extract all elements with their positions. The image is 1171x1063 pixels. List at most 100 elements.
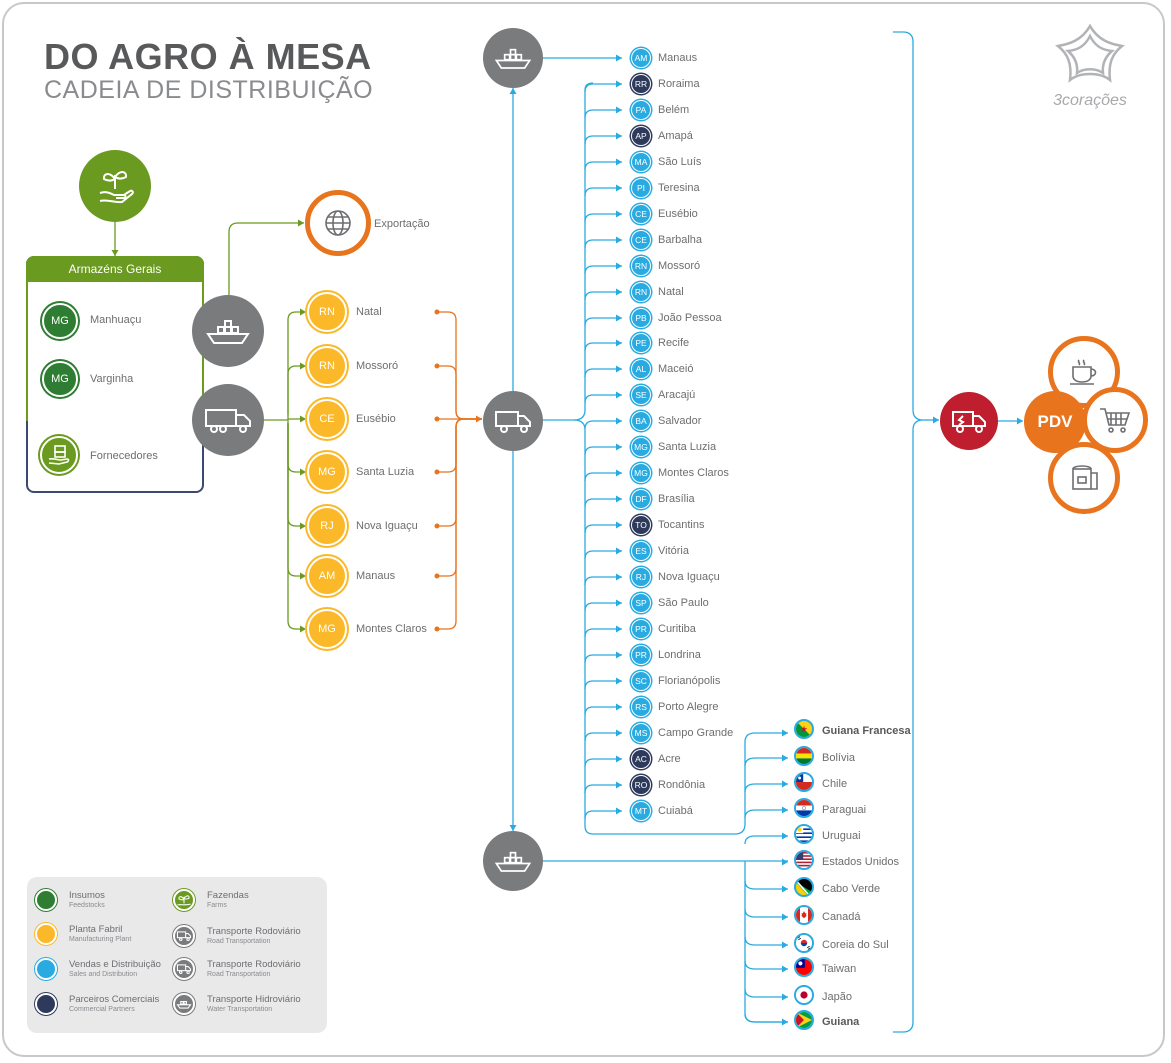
truck-to-plant-line (287, 423, 306, 473)
state-code-badge: RN (631, 256, 651, 276)
truck-to-plant-line (287, 365, 306, 415)
arrowhead (616, 54, 622, 62)
trunk-to-state-line (584, 680, 622, 690)
state-code-badge: RS (631, 697, 651, 717)
warehouse-label: Manhuaçu (90, 314, 142, 326)
truck-node-warehouse (192, 384, 264, 456)
arrowhead (616, 599, 622, 607)
arrowhead (616, 521, 622, 529)
state-code-badge: AM (631, 48, 651, 68)
brand-star-icon (1055, 23, 1125, 83)
warehouse-label: Varginha (90, 373, 134, 385)
legend-swatch (173, 889, 195, 911)
legend-subtitle: Water Transportation (207, 1006, 273, 1013)
warehouse-to-export-line (228, 222, 304, 295)
guyana-flag-graphic (796, 1012, 812, 1028)
collection-bracket (893, 31, 924, 1033)
legend-truck-icon (176, 964, 192, 975)
state-code-badge: PR (631, 645, 651, 665)
japan-flag (794, 985, 814, 1005)
trunk-to-state-line (584, 498, 622, 508)
arrowhead (300, 625, 306, 633)
farm-node (79, 150, 151, 222)
coffee-machine-node (1048, 442, 1120, 514)
plant-code-badge: RJ (307, 506, 347, 546)
export-label: Exportação (374, 218, 430, 230)
trunk-to-state-line (584, 420, 622, 430)
arrowhead (616, 443, 622, 451)
arrowhead (616, 807, 622, 815)
distribution-label: Curitiba (658, 623, 696, 635)
legend-subtitle: Commercial Partners (69, 1006, 135, 1013)
trunk-to-state-line (584, 654, 622, 664)
plant-label: Santa Luzia (356, 466, 415, 478)
arrowhead (782, 965, 788, 973)
trunk-to-state-line (584, 810, 622, 820)
state-code-badge: PE (631, 333, 651, 353)
plant-code-badge: AM (307, 556, 347, 596)
ship-icon (494, 48, 532, 69)
state-code-badge: RO (631, 775, 651, 795)
distribution-label: Montes Claros (658, 467, 729, 479)
trunk-to-state-line (584, 83, 622, 93)
distribution-label: João Pessoa (658, 312, 722, 324)
state-code-badge: MG (631, 437, 651, 457)
trunk-to-state-line (584, 784, 622, 794)
plant-to-distribution-line (437, 418, 482, 577)
trunk-to-state-line (584, 291, 622, 301)
trunk-to-state-line (584, 187, 622, 197)
brand-logo: 3corações (1040, 20, 1140, 109)
ship-icon (206, 320, 250, 344)
arrowhead (300, 362, 306, 370)
legend-swatch (35, 958, 57, 980)
distribution-label: Rondônia (658, 779, 706, 791)
legend-farm-icon (177, 895, 191, 906)
south-america-branch-line (744, 809, 788, 819)
state-code-badge: BA (631, 411, 651, 431)
distribution-label: Teresina (658, 182, 700, 194)
country-label: Uruguai (822, 830, 861, 842)
country-label: Japão (822, 991, 852, 1003)
plant-label: Nova Iguaçu (356, 520, 418, 532)
supplier-box-hand-icon (48, 445, 70, 465)
state-code-badge: SP (631, 593, 651, 613)
state-code-badge: AP (631, 126, 651, 146)
guyana-flag (794, 1010, 814, 1030)
arrowhead (298, 219, 304, 227)
distribution-label: São Luís (658, 156, 702, 168)
legend-title: Planta Fabril (69, 924, 123, 935)
plant-code-badge: MG (307, 609, 347, 649)
distribution-label: Acre (658, 753, 681, 765)
legend-title: Vendas e Distribuição (69, 959, 161, 970)
ship-icon (494, 851, 532, 872)
arrowhead (616, 417, 622, 425)
bolivia-flag-graphic (796, 748, 812, 764)
arrowhead (616, 288, 622, 296)
arrowhead (1017, 417, 1023, 425)
arrowhead (300, 308, 306, 316)
country-label: Canadá (822, 911, 861, 923)
uruguay-flag-graphic (796, 826, 812, 842)
chile-flag (794, 772, 814, 792)
legend-swatch (35, 923, 57, 945)
legend-swatch (35, 993, 57, 1015)
distribution-label: Belém (658, 104, 690, 116)
trunk-to-state-line (584, 213, 622, 223)
state-code-badge: TO (631, 515, 651, 535)
truck-to-plant-line (287, 423, 306, 527)
globe-icon (325, 210, 351, 236)
trunk-to-state-line (584, 628, 622, 638)
legend-subtitle: Manufacturing Plant (69, 936, 132, 943)
japan-flag-graphic (796, 987, 812, 1003)
arrowhead (782, 806, 788, 814)
trunk-to-state-line (584, 265, 622, 275)
trunk-to-state-line (584, 109, 622, 119)
arrowhead (616, 651, 622, 659)
state-code-badge: MA (631, 152, 651, 172)
final-truck-node (940, 392, 998, 450)
arrowhead (616, 262, 622, 270)
arrowhead (616, 365, 622, 373)
